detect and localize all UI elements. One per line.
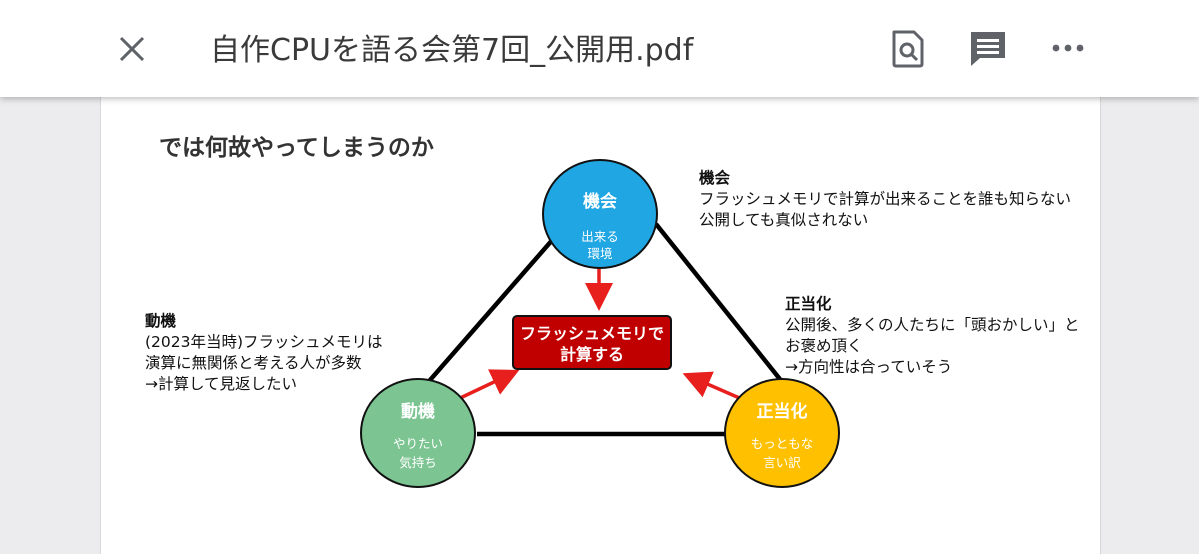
note-opportunity-heading: 機会 (699, 169, 731, 187)
node-motive-sub1: やりたい (393, 436, 443, 451)
arrow-motive (455, 369, 520, 402)
note-opportunity-line2: 公開しても真似されない (699, 211, 869, 229)
note-opportunity: 機会 フラッシュメモリで計算が出来ることを誰も知らない 公開しても真似されない (699, 168, 1071, 231)
note-motive-line3: →計算して見返したい (145, 375, 298, 393)
note-motive: 動機 (2023年当時)フラッシュメモリは 演算に無関係と考える人が多数 →計算… (145, 311, 383, 395)
node-opportunity-sub2: 環境 (587, 246, 612, 261)
note-motive-line2: 演算に無関係と考える人が多数 (145, 354, 362, 372)
document-title: 自作CPUを語る会第7回_公開用.pdf (210, 33, 694, 68)
arrow-justification (682, 371, 745, 402)
node-justification-sub1: もっともな (751, 436, 814, 451)
node-opportunity-label: 機会 (583, 191, 617, 212)
node-opportunity-sub1: 出来る (581, 229, 619, 244)
center-box (512, 315, 672, 370)
node-motive (360, 378, 476, 488)
note-justification-line3: →方向性は合っていそう (785, 358, 953, 376)
note-motive-heading: 動機 (145, 312, 177, 330)
close-icon[interactable] (116, 33, 148, 65)
pdf-page: では何故やってしまうのか フラッシュメモリで 計算する 機会 出来る 環境 動機… (100, 97, 1101, 554)
node-justification (724, 378, 840, 488)
node-motive-label: 動機 (401, 401, 435, 422)
node-motive-sub2: 気持ち (399, 455, 437, 470)
node-justification-label: 正当化 (757, 401, 808, 422)
slide-title: では何故やってしまうのか (159, 135, 434, 161)
note-justification-heading: 正当化 (785, 295, 832, 313)
note-justification: 正当化 公開後、多くの人たちに「頭おかしい」と お褒め頂く →方向性は合っていそ… (785, 294, 1080, 378)
more-horizontal-icon[interactable] (1050, 40, 1086, 56)
center-box-line2: 計算する (560, 345, 624, 364)
edge-opportunity-justification (654, 222, 793, 395)
note-motive-line1: (2023年当時)フラッシュメモリは (145, 333, 383, 351)
document-search-icon[interactable] (890, 30, 926, 68)
note-opportunity-line1: フラッシュメモリで計算が出来ることを誰も知らない (699, 190, 1072, 208)
center-box-line1: フラッシュメモリで (520, 324, 664, 343)
fraud-triangle-diagram: フラッシュメモリで 計算する 機会 出来る 環境 動機 やりたい 気持ち 正当化… (360, 159, 840, 488)
node-justification-sub2: 言い訳 (763, 455, 801, 470)
top-toolbar: 自作CPUを語る会第7回_公開用.pdf (0, 0, 1199, 97)
edge-opportunity-motive (415, 228, 563, 397)
comment-icon[interactable] (968, 29, 1008, 69)
node-opportunity (542, 159, 658, 269)
note-justification-line1: 公開後、多くの人たちに「頭おかしい」と (785, 316, 1080, 334)
note-justification-line2: お褒め頂く (785, 337, 863, 355)
